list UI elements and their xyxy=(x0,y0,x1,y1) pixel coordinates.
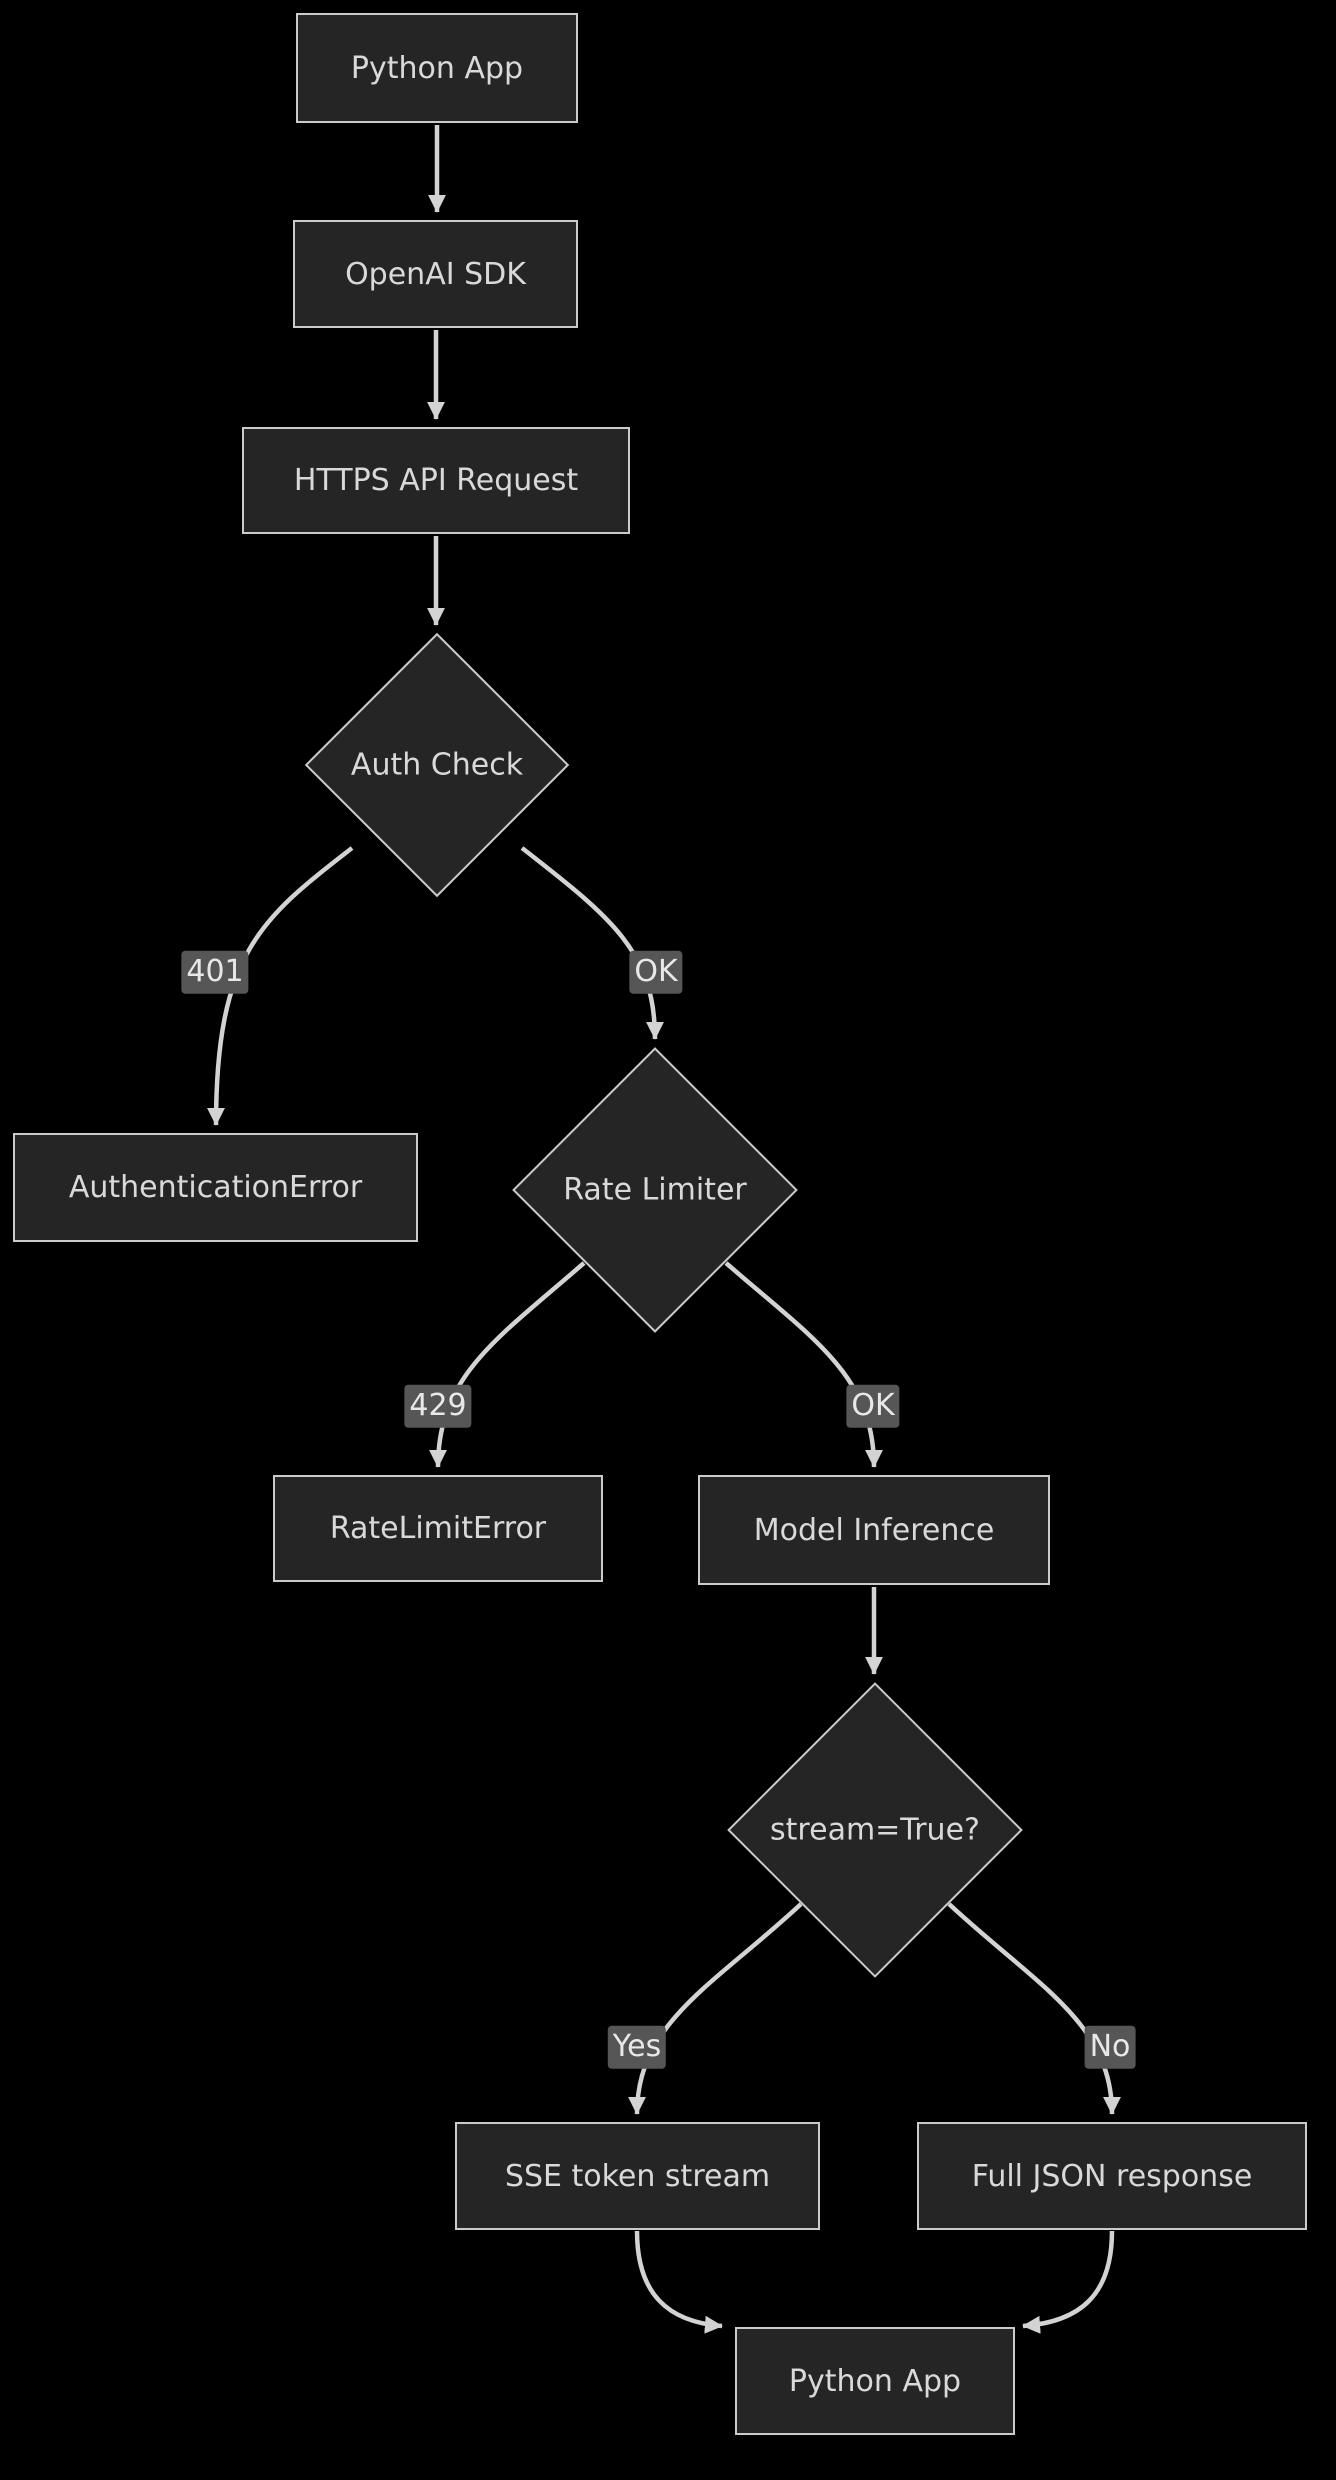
node-sse-token-stream: SSE token stream xyxy=(455,2122,820,2230)
node-https-api-request: HTTPS API Request xyxy=(242,427,630,534)
edge-auth-check-to-authentication-error xyxy=(207,846,354,1126)
edge-auth-check-to-rate-limiter xyxy=(520,846,664,1040)
node-authentication-error: AuthenticationError xyxy=(13,1133,418,1242)
edge-label-401: 401 xyxy=(181,950,249,994)
node-auth-check-label: Auth Check xyxy=(350,747,524,783)
node-rate-limit-error: RateLimitError xyxy=(273,1475,603,1582)
edge-full-json-response-to-python-app xyxy=(1022,2230,1115,2334)
node-rate-limiter-label: Rate Limiter xyxy=(563,1172,747,1208)
edge-stream-check-to-sse-token-stream xyxy=(628,1902,803,2115)
node-stream-check-label: stream=True? xyxy=(770,1812,980,1848)
edge-label-no: No xyxy=(1084,2025,1136,2069)
edge-label-ok-rate: OK xyxy=(846,1384,900,1428)
edge-rate-limiter-to-rate-limit-error xyxy=(429,1261,586,1468)
edge-sse-token-stream-to-python-app xyxy=(634,2230,723,2334)
node-python-app-top: Python App xyxy=(296,13,578,123)
node-model-inference: Model Inference xyxy=(698,1475,1050,1585)
node-openai-sdk: OpenAI SDK xyxy=(293,220,578,328)
edge-rate-limiter-to-model-inference xyxy=(724,1261,883,1468)
edge-label-ok-auth: OK xyxy=(629,950,683,994)
node-full-json-response: Full JSON response xyxy=(917,2122,1307,2230)
edge-label-429: 429 xyxy=(404,1384,472,1428)
edge-stream-check-to-full-json-response xyxy=(947,1902,1121,2115)
node-python-app-bottom: Python App xyxy=(735,2327,1015,2435)
edge-label-yes: Yes xyxy=(607,2025,667,2069)
